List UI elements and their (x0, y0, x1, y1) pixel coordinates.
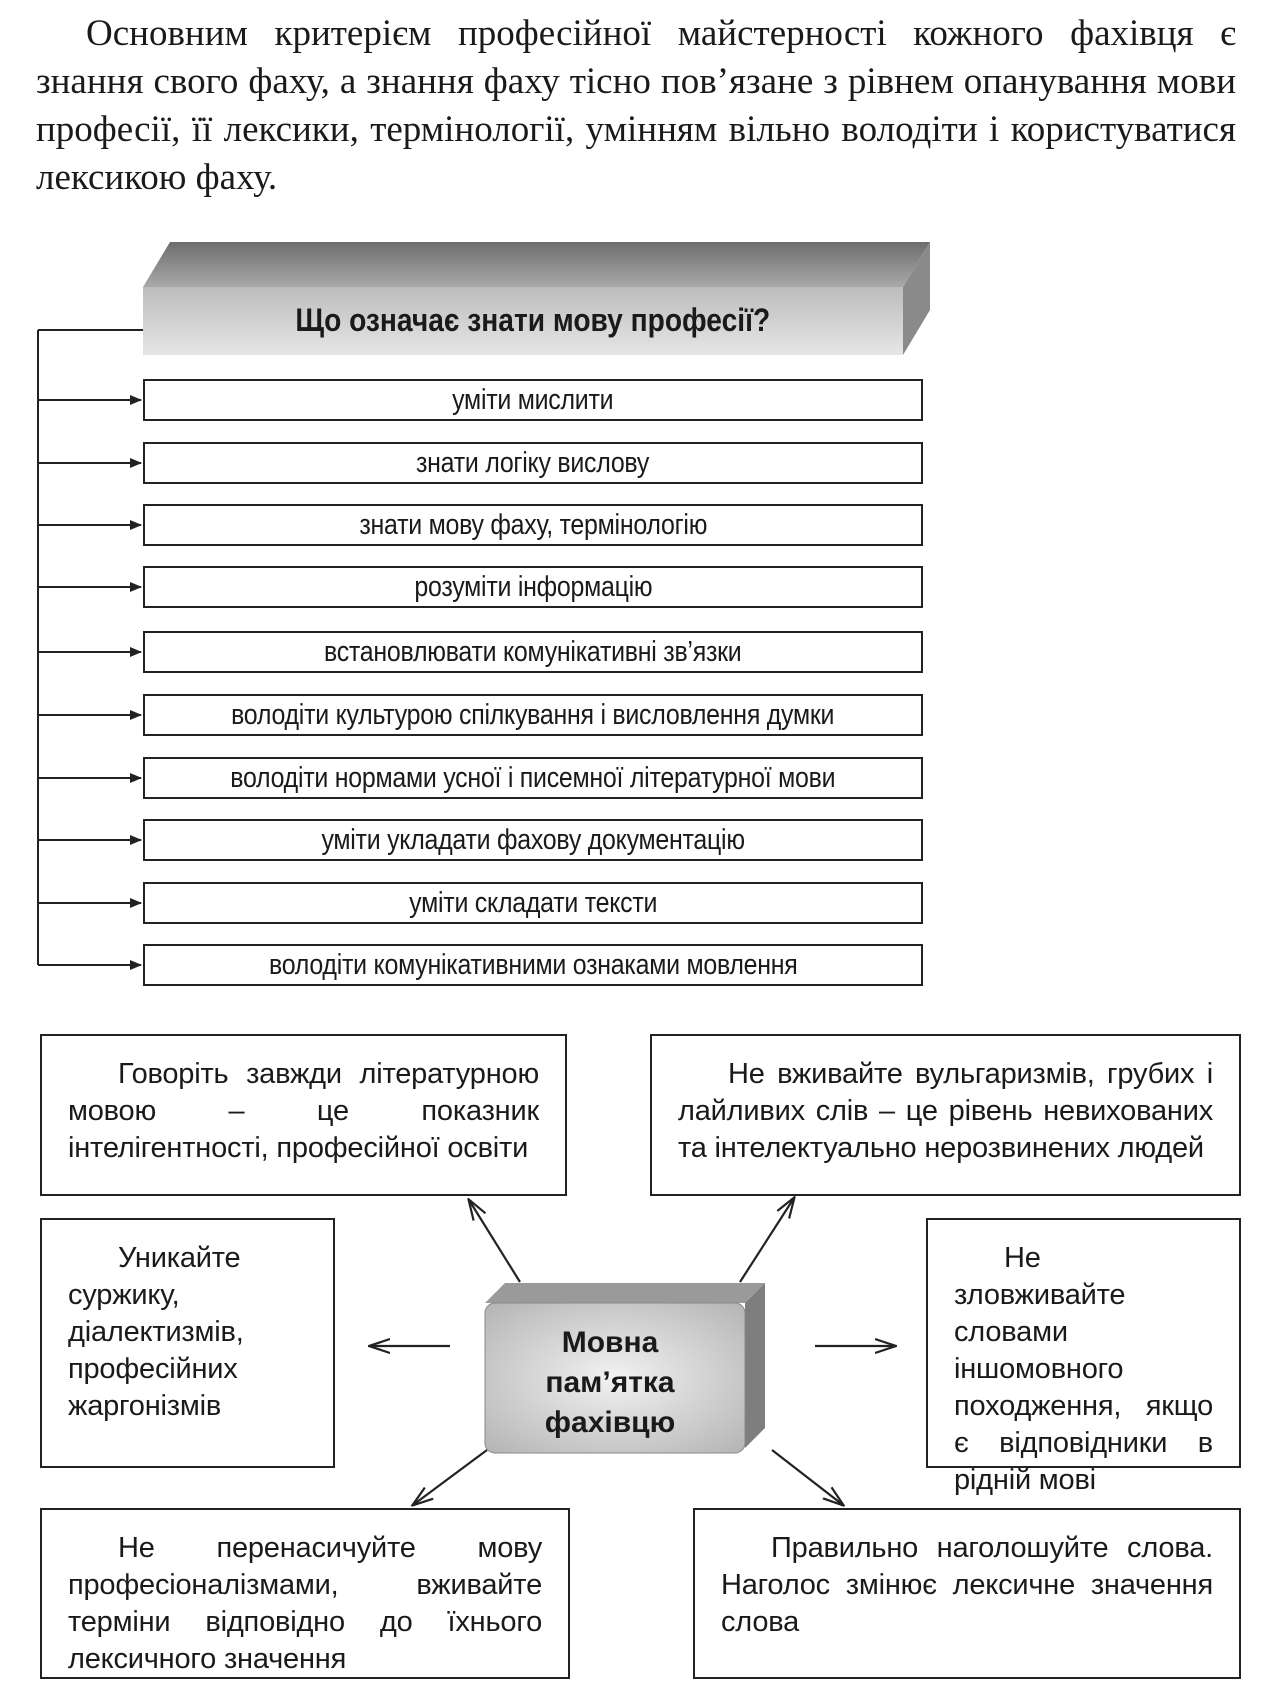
tip-text: Не вживайте вульгаризмів, грубих і лайли… (678, 1058, 1213, 1164)
center-block-3d (484, 1283, 765, 1454)
tip-text: Правильно наголошуйте слова. Наголос змі… (721, 1532, 1213, 1638)
tip-mid-right: Не зловживайте словами іншомовного поход… (926, 1218, 1241, 1496)
list-item: уміти складати тексти (143, 882, 923, 924)
diagram-header: Що означає знати мову професії? (143, 287, 923, 353)
list-item: володіти культурою спілкування і висловл… (143, 694, 923, 736)
list-item: знати мову фаху, термінологію (143, 504, 923, 546)
diagram-header-text: Що означає знати мову професії? (295, 301, 771, 338)
tip-arrows (370, 1198, 895, 1505)
tip-mid-left: Уникайте суржику, діалектизмів, професій… (40, 1218, 335, 1468)
list-item: уміти мислити (143, 379, 923, 421)
tip-bottom-right: Правильно наголошуйте слова. Наголос змі… (693, 1508, 1241, 1679)
tip-text: Уникайте суржику, діалектизмів, професій… (68, 1242, 244, 1422)
tip-top-left: Говоріть завжди літературною мовою – це … (40, 1034, 567, 1196)
tip-top-right: Не вживайте вульгаризмів, грубих і лайли… (650, 1034, 1241, 1196)
tip-text: Говоріть завжди літературною мовою – це … (68, 1058, 539, 1164)
tip-text: Не перенасичуйте мову професіоналізмами,… (68, 1532, 542, 1675)
list-item: розуміти інформацію (143, 566, 923, 608)
item-connectors (37, 329, 143, 970)
list-item: встановлювати комунікативні зв’язки (143, 631, 923, 673)
list-item: володіти комунікативними ознаками мовлен… (143, 944, 923, 986)
header-bar-3d (143, 242, 930, 355)
tip-text: Не зловживайте словами іншомовного поход… (954, 1242, 1213, 1496)
list-item: володіти нормами усної і писемної літера… (143, 757, 923, 799)
center-label: Мовна пам’ятка фахівцю (544, 1326, 676, 1439)
list-item: уміти укладати фахову документацію (143, 819, 923, 861)
intro-paragraph: Основним критерієм професійної майстерно… (36, 13, 1236, 198)
list-item: знати логіку вислову (143, 442, 923, 484)
tip-bottom-left: Не перенасичуйте мову професіоналізмами,… (40, 1508, 570, 1679)
